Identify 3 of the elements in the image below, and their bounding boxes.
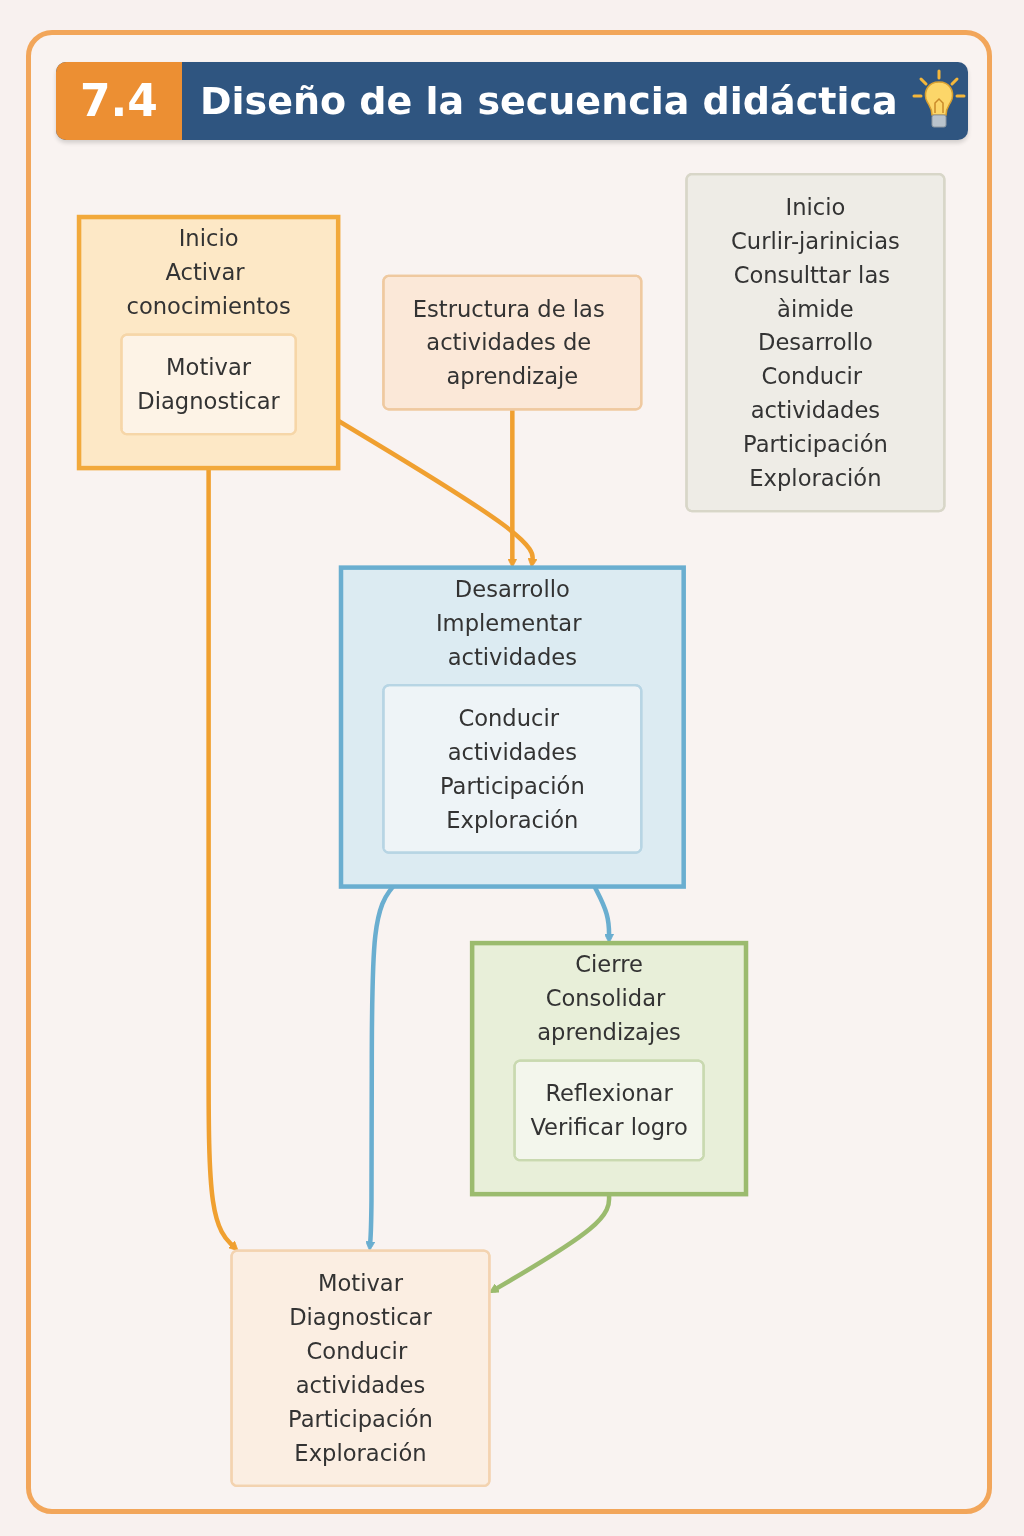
arrow: [489, 1194, 612, 1294]
section-number: 7.4: [56, 62, 182, 140]
title: Diseño de la secuencia didáctica: [199, 79, 898, 123]
